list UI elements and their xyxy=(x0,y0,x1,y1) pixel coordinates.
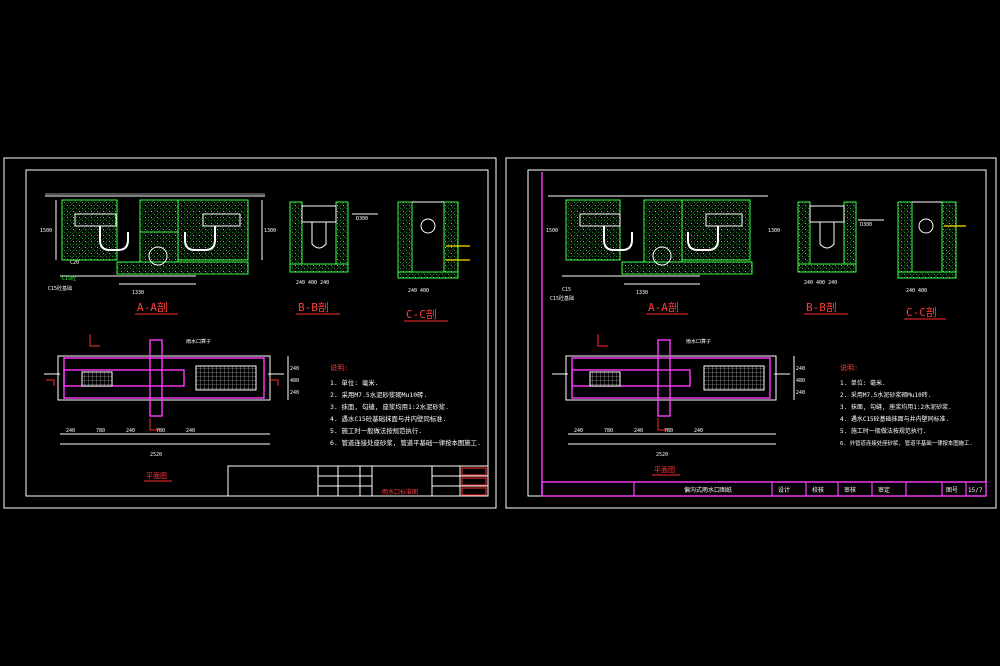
plan-side-dim-3: 240 xyxy=(290,390,299,396)
plan-dim-2: 780 xyxy=(96,428,105,434)
section-c-c-drawing-2: 240 400 xyxy=(897,201,966,294)
svg-text:C20: C20 xyxy=(70,260,79,266)
title-cell-drawing-no-label: 图号 xyxy=(946,487,958,494)
title-block-1 xyxy=(227,465,489,497)
note-4-2: 4. 遇水C15砼基础抹面与井内壁同标准. xyxy=(840,415,949,423)
title-block-2-title: 偏沟式雨水口图纸 xyxy=(684,486,732,494)
note-2: 2. 采用M7.5水泥砂浆砌Mu10砖. xyxy=(330,390,427,399)
note-1: 1. 单位: 毫米. xyxy=(330,378,379,387)
svg-text:1330: 1330 xyxy=(636,290,648,296)
title-cell-review: 审核 xyxy=(844,486,856,494)
svg-text:1300: 1300 xyxy=(264,228,276,234)
svg-text:C15砼: C15砼 xyxy=(62,275,76,282)
svg-text:240 400: 240 400 xyxy=(408,288,429,294)
note-2-2: 2. 采用M7.5水泥砂浆砌Mu10砖. xyxy=(840,391,931,399)
notes-block-2: 说明: 1. 单位: 毫米. 2. 采用M7.5水泥砂浆砌Mu10砖. 3. 抹… xyxy=(840,363,973,447)
section-b-b-drawing-2: D300 240 400 240 xyxy=(797,201,884,286)
plan-dim-1-2: 240 xyxy=(574,428,583,434)
section-b-b-drawing: D300 240 400 240 xyxy=(289,201,378,286)
notes-block: 说明: 1. 单位: 毫米. 2. 采用M7.5水泥砂浆砌Mu10砖. 3. 抹… xyxy=(330,363,481,447)
plan-mark-grate-2: 雨水口算子 xyxy=(686,338,711,345)
sheet-2-outer-border xyxy=(505,157,997,509)
plan-side-dim-2-2: 480 xyxy=(796,378,805,384)
mark-c15-base-2: C15砼基础 xyxy=(550,295,574,302)
notes-title-2: 说明: xyxy=(840,363,858,372)
section-a-a-drawing-2: 1500 1300 1330 C15 xyxy=(546,195,780,296)
plan-side-dim-1: 240 xyxy=(290,366,299,372)
title-block-2 xyxy=(541,481,987,497)
plan-side-dim-1-2: 240 xyxy=(796,366,805,372)
plan-dim-5: 240 xyxy=(186,428,195,434)
plan-dim-2-2: 780 xyxy=(604,428,613,434)
title-cell-check: 校核 xyxy=(812,486,824,494)
title-block-1-label: 雨水口标准图 xyxy=(382,488,418,496)
plan-dim-total: 2520 xyxy=(150,452,162,458)
section-label-a-a: A-A剖 xyxy=(137,300,168,314)
plan-side-dim-2: 480 xyxy=(290,378,299,384)
plan-dim-3: 240 xyxy=(126,428,135,434)
notes-title: 说明: xyxy=(330,363,348,372)
section-label-c-c: C-C剖 xyxy=(406,307,437,321)
plan-dim-4-2: 780 xyxy=(664,428,673,434)
drawing-sheet-1: 1500 1300 1330 C20 C15砼 A-A剖 D300 240 40… xyxy=(3,157,497,509)
sheet-1-outer-border xyxy=(3,157,497,509)
plan-dim-1: 240 xyxy=(66,428,75,434)
section-c-c-drawing: 240 400 xyxy=(397,201,470,294)
plan-dim-4: 780 xyxy=(156,428,165,434)
plan-dim-5-2: 240 xyxy=(694,428,703,434)
title-cell-approve: 审定 xyxy=(878,486,890,494)
note-6: 6. 管道连接处座砂浆, 管道平基础一律按本图施工. xyxy=(330,438,481,447)
plan-view-label-2: 平面图 xyxy=(654,466,675,474)
note-1-2: 1. 单位: 毫米. xyxy=(840,379,886,387)
plan-view-label: 平面图 xyxy=(146,472,167,480)
svg-text:1500: 1500 xyxy=(546,228,558,234)
note-6-2: 6. 外管道连接处座砂浆, 管道平基础一律按本图施工. xyxy=(840,439,973,447)
svg-text:240 400 240: 240 400 240 xyxy=(804,280,837,286)
plan-dim-3-2: 240 xyxy=(634,428,643,434)
note-3: 3. 抹面, 勾缝, 座浆均用1:2水泥砂浆. xyxy=(330,402,449,411)
plan-view-drawing xyxy=(44,334,289,445)
plan-view-drawing-2 xyxy=(552,334,795,445)
title-cell-design: 设计 xyxy=(778,486,790,494)
svg-text:D300: D300 xyxy=(356,216,368,222)
section-label-b-b: B-B剖 xyxy=(298,300,329,314)
plan-dim-total-2: 2520 xyxy=(656,452,668,458)
note-5: 5. 施工时一般做法按规范执行. xyxy=(330,426,422,435)
plan-mark-grate: 雨水口算子 xyxy=(186,338,211,345)
note-5-2: 5. 施工时一般做法按规范执行. xyxy=(840,427,926,435)
svg-text:1500: 1500 xyxy=(40,228,52,234)
plan-side-dim-3-2: 240 xyxy=(796,390,805,396)
note-3-2: 3. 抹面, 勾缝, 座浆均用1:2水泥砂浆. xyxy=(840,403,952,411)
note-4: 4. 遇水C15砼基础抹面与井内壁同标准. xyxy=(330,414,446,423)
svg-text:240 400: 240 400 xyxy=(906,288,927,294)
title-cell-drawing-no: 15/7 xyxy=(968,487,983,494)
svg-text:1330: 1330 xyxy=(132,290,144,296)
mark-c15-2: C15 xyxy=(562,287,571,293)
section-label-b-b-2: B-B剖 xyxy=(806,300,837,314)
svg-text:D300: D300 xyxy=(860,222,872,228)
section-label-a-a-2: A-A剖 xyxy=(648,300,679,314)
section-label-c-c-2: C-C剖 xyxy=(906,305,937,319)
svg-text:1300: 1300 xyxy=(768,228,780,234)
mark-c15-base: C15砼基础 xyxy=(48,285,72,292)
drawing-sheet-2: 1500 1300 1330 C15 A-A剖 D300 240 400 240… xyxy=(505,157,997,509)
section-a-a-drawing: 1500 1300 1330 C20 C15砼 xyxy=(40,193,276,296)
svg-text:240 400 240: 240 400 240 xyxy=(296,280,329,286)
